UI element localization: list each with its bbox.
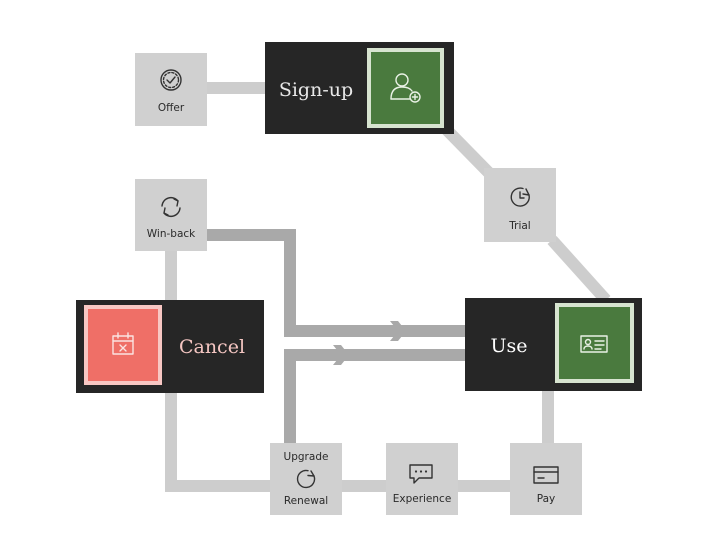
refresh-icon [161, 196, 181, 218]
node-label-upgrade: Upgrade [284, 451, 329, 463]
connector-winback-use [206, 229, 466, 337]
check-badge-icon [160, 69, 182, 91]
chevron-right-icon [333, 345, 349, 365]
id-card-icon [580, 335, 608, 353]
chevron-right-icon [390, 321, 406, 341]
node-title: Use [490, 335, 527, 357]
connector-use-upgrade [284, 349, 466, 444]
clock-icon [510, 187, 530, 207]
calendar-cancel-icon [112, 332, 134, 355]
user-add-icon [390, 73, 421, 103]
credit-card-icon [533, 466, 559, 484]
node-cancel[interactable]: Cancel [76, 300, 264, 393]
flow-arrows [333, 321, 406, 365]
use-tile [555, 303, 634, 383]
node-pay[interactable]: Pay [510, 443, 582, 515]
node-label: Offer [158, 102, 185, 114]
node-offer[interactable]: Offer [135, 53, 207, 126]
node-label: Pay [537, 493, 556, 505]
chat-bubble-icon [409, 464, 433, 484]
node-label: Experience [393, 493, 452, 505]
signup-tile [367, 48, 444, 128]
connectors [165, 82, 611, 492]
node-use[interactable]: Use [465, 298, 642, 391]
node-experience[interactable]: Experience [386, 443, 458, 515]
node-label-renewal: Renewal [284, 495, 328, 507]
node-trial[interactable]: Trial [484, 168, 556, 242]
node-title: Cancel [179, 336, 245, 358]
connector-trial-use [547, 235, 611, 305]
node-upgrade-renewal[interactable]: Upgrade Renewal [270, 443, 342, 515]
cancel-tile [84, 305, 162, 385]
node-signup[interactable]: Sign-up [265, 42, 454, 134]
node-winback[interactable]: Win-back [135, 179, 207, 251]
node-label: Trial [508, 220, 530, 232]
circular-arrow-icon [296, 469, 316, 489]
node-label: Win-back [147, 228, 196, 240]
node-title: Sign-up [279, 79, 353, 101]
